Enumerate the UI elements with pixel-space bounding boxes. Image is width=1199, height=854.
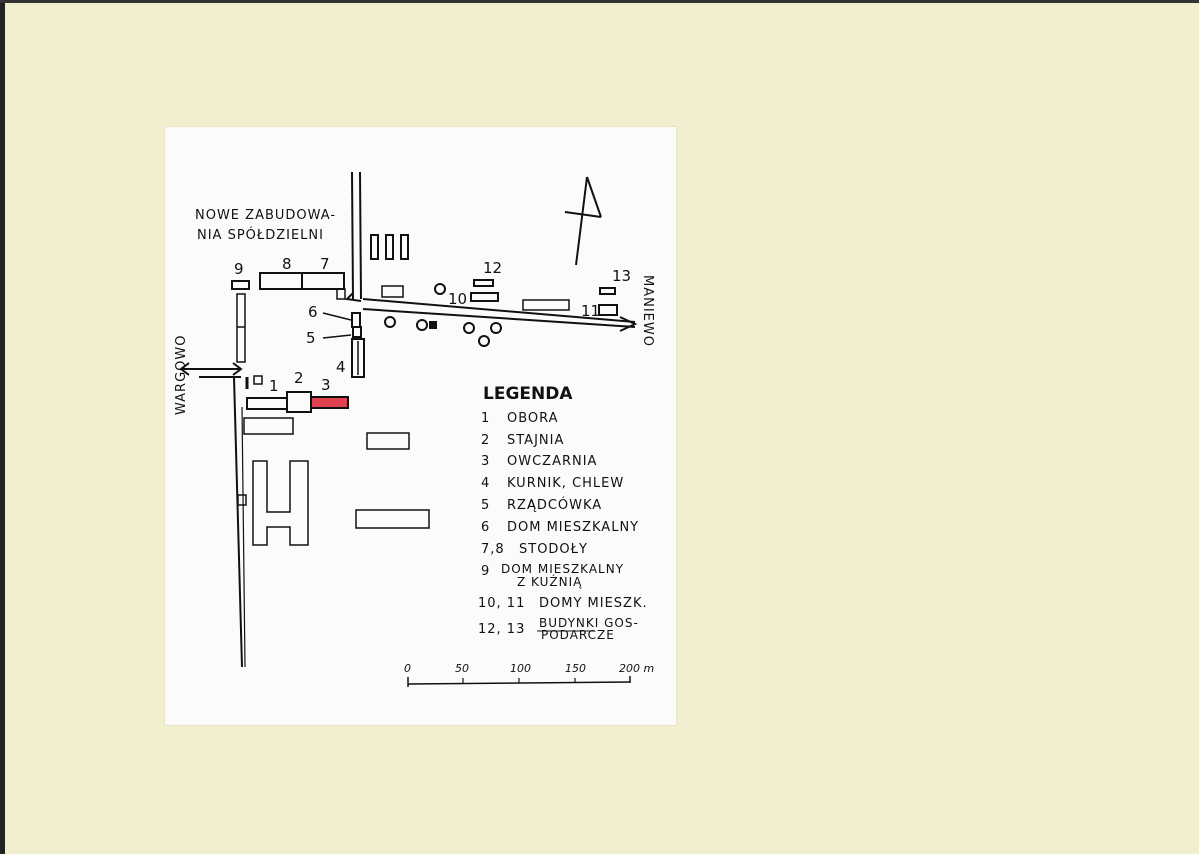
number-3: 3 bbox=[321, 376, 331, 394]
building-north-b bbox=[385, 234, 394, 260]
scale-tick-label: 150 bbox=[565, 662, 586, 675]
label-new-buildings-line2: NIA SPÓŁDZIELNI bbox=[197, 227, 324, 243]
scale-tick-label: 200 m bbox=[619, 662, 654, 675]
legend: LEGENDA 1 OBORA 2 STAJNIA 3 OWCZARNIA 4 … bbox=[478, 384, 648, 642]
building-h-shaped bbox=[252, 460, 309, 546]
road-west bbox=[179, 362, 243, 378]
legend-item-text: DOM MIESZKALNY bbox=[501, 562, 624, 576]
map-card: NOWE ZABUDOWA- NIA SPÓŁDZIELNI WARGOWO M… bbox=[165, 127, 676, 725]
number-8: 8 bbox=[282, 255, 292, 273]
number-6: 6 bbox=[308, 303, 318, 321]
building-13 bbox=[599, 287, 616, 295]
building-south-b bbox=[355, 509, 430, 529]
building-11 bbox=[598, 304, 618, 316]
legend-item-num: 4 bbox=[481, 476, 490, 491]
legend-item-num: 7,8 bbox=[481, 542, 505, 557]
building-yard-south bbox=[243, 417, 294, 435]
building-3 bbox=[310, 396, 349, 409]
scan-edge-left bbox=[0, 0, 5, 854]
building-2 bbox=[286, 391, 312, 413]
number-12: 12 bbox=[483, 259, 502, 277]
legend-item-text: BUDYNKI GOS- bbox=[539, 616, 639, 630]
legend-item-text: DOM MIESZKALNY bbox=[507, 520, 639, 535]
road-north bbox=[351, 171, 362, 300]
farm-map: NOWE ZABUDOWA- NIA SPÓŁDZIELNI WARGOWO M… bbox=[174, 171, 655, 687]
legend-item-num: 6 bbox=[481, 520, 490, 535]
number-5: 5 bbox=[306, 329, 316, 347]
building-4 bbox=[351, 338, 365, 378]
number-9: 9 bbox=[234, 260, 244, 278]
scale-bar bbox=[407, 676, 631, 687]
legend-item-num: 9 bbox=[481, 564, 490, 579]
label-new-buildings-line1: NOWE ZABUDOWA- bbox=[195, 208, 336, 223]
legend-item-text: OWCZARNIA bbox=[507, 454, 597, 469]
legend-item-text: DOMY MIESZK. bbox=[539, 596, 648, 611]
building-south-a bbox=[366, 432, 410, 450]
legend-item-num: 10, 11 bbox=[478, 596, 525, 611]
label-wargowo: WARGOWO bbox=[174, 335, 189, 415]
building-road-b bbox=[522, 299, 570, 311]
legend-item-text: OBORA bbox=[507, 411, 559, 426]
number-13: 13 bbox=[612, 267, 631, 285]
legend-item-text-2: PODARCZE bbox=[541, 628, 615, 642]
legend-item-num: 5 bbox=[481, 498, 490, 513]
scale-tick-label: 100 bbox=[510, 662, 531, 675]
legend-item-text-2: Z KUŹNIĄ bbox=[517, 574, 582, 589]
building-5 bbox=[352, 326, 362, 338]
number-1: 1 bbox=[269, 377, 279, 395]
legend-item-num: 1 bbox=[481, 411, 490, 426]
building-north-a bbox=[370, 234, 379, 260]
building-6 bbox=[351, 312, 361, 328]
road-east bbox=[362, 298, 638, 332]
road-south-west bbox=[233, 376, 246, 668]
legend-title: LEGENDA bbox=[483, 384, 573, 404]
number-10: 10 bbox=[448, 290, 467, 308]
legend-item-num: 2 bbox=[481, 433, 490, 448]
scale-tick-label: 50 bbox=[455, 662, 469, 675]
building-12 bbox=[473, 279, 494, 287]
building-west-long bbox=[236, 293, 246, 363]
number-7: 7 bbox=[320, 255, 330, 273]
building-1 bbox=[246, 397, 288, 410]
legend-item-text: KURNIK, CHLEW bbox=[507, 476, 624, 491]
number-11: 11 bbox=[581, 302, 600, 320]
legend-item-text: RZĄDCÓWKA bbox=[507, 497, 602, 513]
label-maniewo: MANIEWO bbox=[640, 275, 655, 347]
legend-item-num: 12, 13 bbox=[478, 622, 525, 637]
legend-item-num: 3 bbox=[481, 454, 490, 469]
arrow-into-yard-icon bbox=[344, 292, 362, 302]
number-4: 4 bbox=[336, 358, 346, 376]
legend-item-text: STODOŁY bbox=[519, 542, 588, 557]
number-2: 2 bbox=[294, 369, 304, 387]
building-north-c bbox=[400, 234, 409, 260]
north-arrow-icon bbox=[564, 176, 602, 266]
scan-edge-top bbox=[0, 0, 1199, 3]
legend-item-text: STAJNIA bbox=[507, 433, 564, 448]
building-10 bbox=[470, 292, 499, 302]
scale-tick-label: 0 bbox=[404, 662, 411, 675]
building-road-a bbox=[381, 285, 404, 298]
building-9 bbox=[231, 280, 250, 290]
